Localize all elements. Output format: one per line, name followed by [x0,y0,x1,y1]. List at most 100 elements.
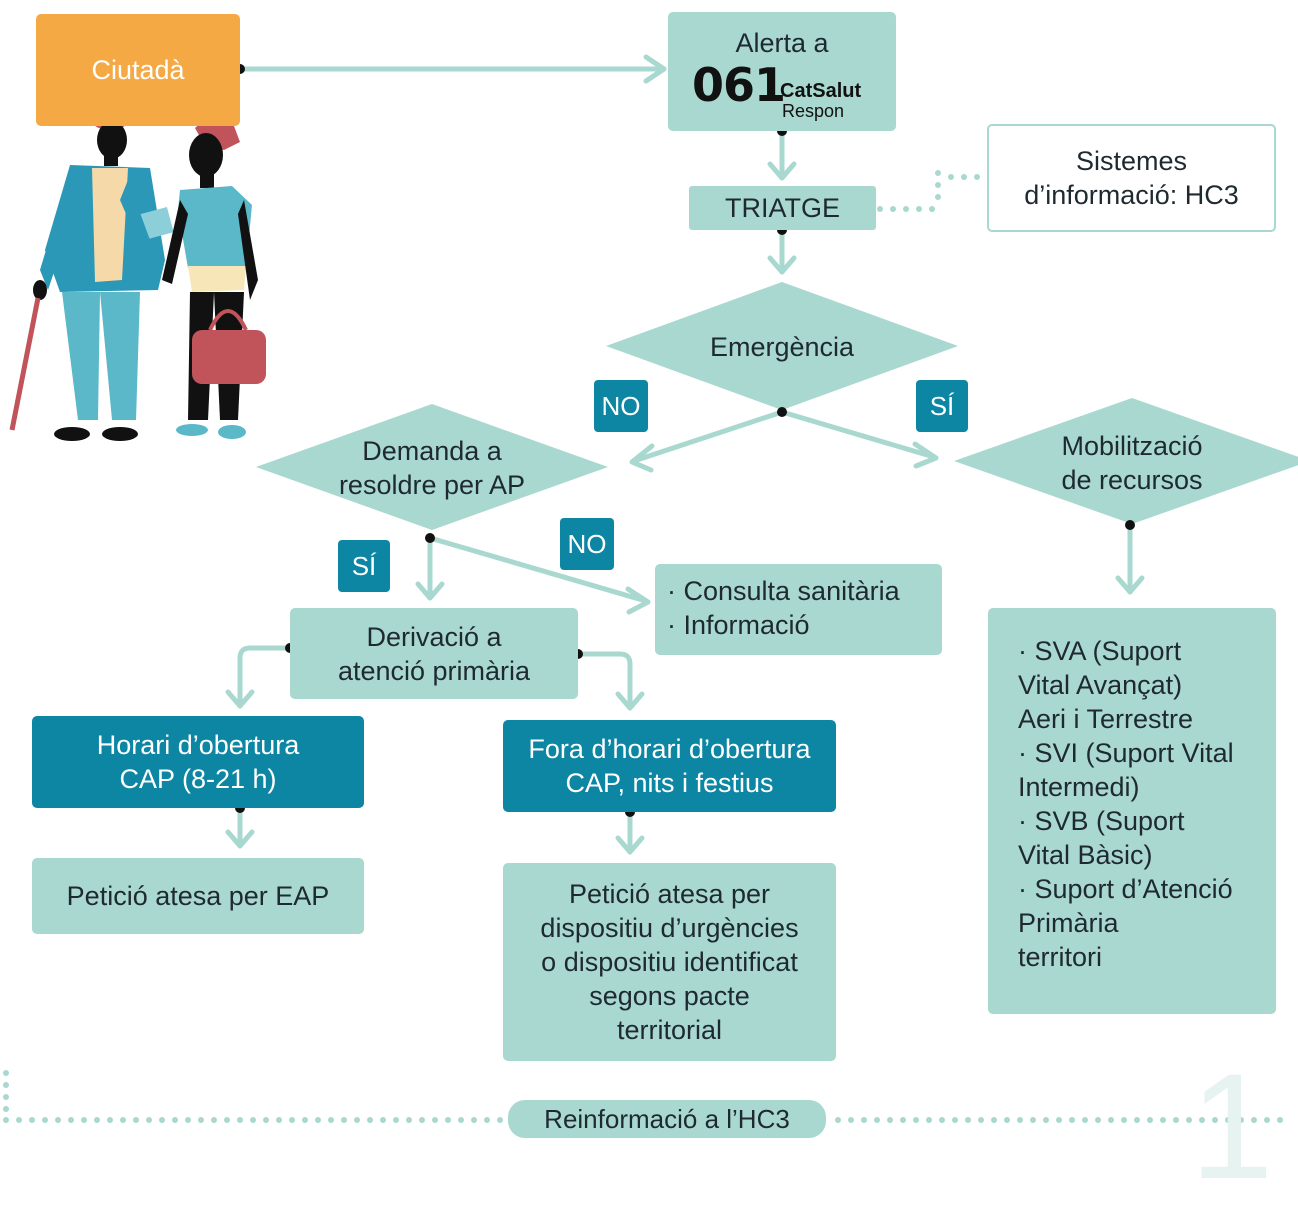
dot [354,1117,360,1123]
dot [1173,1117,1179,1123]
emergencia-label: Emergència [709,332,855,362]
dot [146,1117,152,1123]
respon-logo-text: Respon [782,101,845,121]
demanda-diamond [256,404,608,530]
dot [861,1117,867,1123]
dot [276,1117,282,1123]
alerta-label: Alerta a [735,28,829,58]
dot [484,1117,490,1123]
dot [887,1117,893,1123]
dot [900,1117,906,1123]
dot [68,1117,74,1123]
dot [978,1117,984,1123]
page-number: 1 [1190,1042,1274,1210]
bottom-dotted-line [3,1070,9,1112]
emergencia-diamond [606,282,958,410]
reinformacio-label: Reinformació a l’HC3 [544,1103,790,1134]
demanda-label: Demanda a resoldre per AP [338,436,526,500]
dot [1186,1117,1192,1123]
dot [133,1117,139,1123]
dot [42,1117,48,1123]
dot [1108,1117,1114,1123]
dot [393,1117,399,1123]
dot [16,1117,22,1123]
dot [237,1117,243,1123]
dot [835,1117,841,1123]
dot [874,1117,880,1123]
dot [1199,1117,1205,1123]
dot [185,1117,191,1123]
dot [1277,1117,1283,1123]
dot [848,1117,854,1123]
mobilitzacio-label: Mobilització de recursos [1061,431,1203,495]
dot [1082,1117,1088,1123]
dot [3,1117,9,1123]
si-tag-emergencia: SÍ [916,380,968,432]
recursos-box: · SVA (Suport Vital Avançat) Aeri i Terr… [988,608,1276,1014]
061-logo: 061 [692,58,786,112]
dot [1030,1117,1036,1123]
dot [1095,1117,1101,1123]
dot [198,1117,204,1123]
triatge-box: TRIATGE [689,186,876,230]
dot [328,1117,334,1123]
dot [1251,1117,1257,1123]
horari-label: Horari d’obertura CAP (8-21 h) [96,730,300,794]
fora-box: Fora d’horari d’obertura CAP, nits i fes… [503,720,836,812]
derivacio-box: Derivació a atenció primària [290,608,578,699]
dot [419,1117,425,1123]
dot [432,1117,438,1123]
ciutada-box: Ciutadà [36,14,240,126]
dot [965,1117,971,1123]
dot [939,1117,945,1123]
dot [1238,1117,1244,1123]
triatge-label: TRIATGE [724,193,840,223]
dot [991,1117,997,1123]
dot [1056,1117,1062,1123]
dot [406,1117,412,1123]
dot [1212,1117,1218,1123]
dot [926,1117,932,1123]
dispositiu-box: Petició atesa per dispositiu d’urgències… [503,863,836,1061]
dot [302,1117,308,1123]
dot [497,1117,503,1123]
eap-label: Petició atesa per EAP [66,881,330,911]
dot [1017,1117,1023,1123]
dot [367,1117,373,1123]
ciutada-label: Ciutadà [91,55,185,85]
reinformacio-tag: Reinformació a l’HC3 [508,1100,826,1138]
dot [94,1117,100,1123]
dot [250,1117,256,1123]
dot [471,1117,477,1123]
dispositiu-label: Petició atesa per dispositiu d’urgències… [540,879,799,1045]
consulta-label: · Consulta sanitària · Informació [667,576,900,640]
dot [107,1117,113,1123]
dot [1043,1117,1049,1123]
dot [1134,1117,1140,1123]
alerta-box: Alerta a 061 CatSalut Respon [668,12,896,131]
dot [1147,1117,1153,1123]
dot [263,1117,269,1123]
dot [458,1117,464,1123]
dot [120,1117,126,1123]
dot [1264,1117,1270,1123]
dot [81,1117,87,1123]
recursos-list: · SVA (Suport Vital Avançat) Aeri i Terr… [1018,636,1234,972]
dot [1160,1117,1166,1123]
si-tag-demanda: SÍ [338,540,390,592]
dot [952,1117,958,1123]
sistemes-box: Sistemes d’informació: HC3 [987,124,1276,232]
dot [172,1117,178,1123]
dot [1121,1117,1127,1123]
two-citizens-illustration [9,114,266,441]
dot [1069,1117,1075,1123]
derivacio-label: Derivació a atenció primària [337,621,531,686]
dot [315,1117,321,1123]
dot [341,1117,347,1123]
dot [55,1117,61,1123]
dot [159,1117,165,1123]
dot [380,1117,386,1123]
dot [29,1117,35,1123]
dot [913,1117,919,1123]
dot [211,1117,217,1123]
